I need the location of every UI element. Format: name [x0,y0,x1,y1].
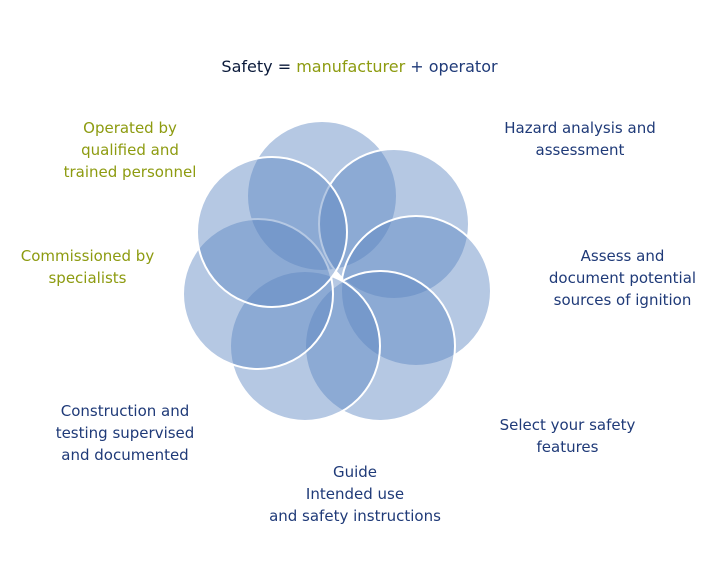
diagram-title: Safety = manufacturer + operator [0,57,719,77]
petal-upper-right [318,148,470,300]
title-prefix: Safety = [221,57,292,76]
petal-group [182,120,492,422]
label-assess-ignition-sources: Assess and document potential sources of… [548,247,697,309]
petal-left [182,218,334,370]
label-construction-testing: Construction and testing supervised and … [55,402,195,464]
petal-upper-left [196,156,348,308]
title-manufacturer: manufacturer [296,57,406,76]
petal-bottom [229,270,381,422]
label-guide-intended-use: Guide Intended use and safety instructio… [269,463,441,525]
overlapping-circles-flower [182,120,492,422]
title-plus: + [410,57,424,76]
label-select-safety-features: Select your safety features [499,416,636,456]
label-hazard-analysis: Hazard analysis and assessment [504,119,656,159]
label-commissioned-by-specialists: Commissioned by specialists [20,247,155,287]
label-operated-by-personnel: Operated by qualified and trained person… [63,119,197,181]
title-operator: operator [428,57,498,76]
